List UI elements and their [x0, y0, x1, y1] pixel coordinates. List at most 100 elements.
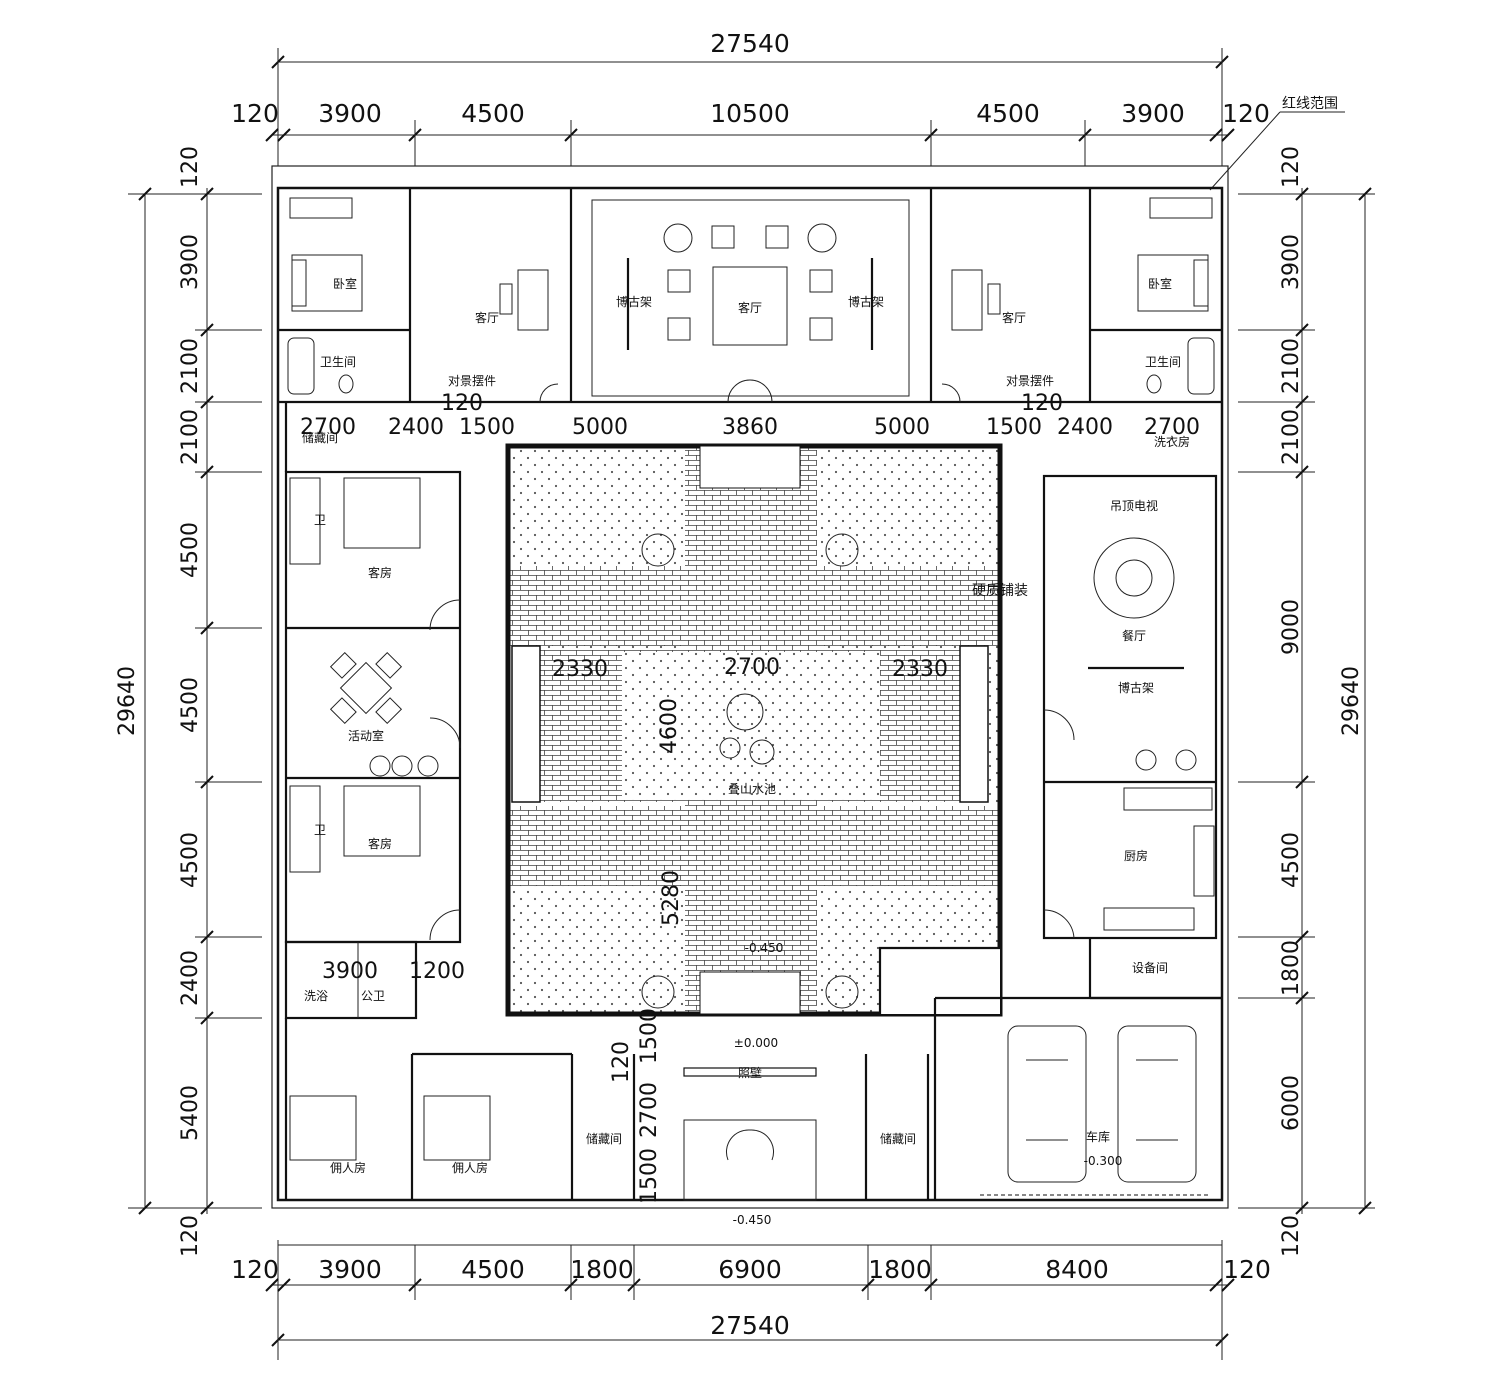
- dim-left-seg: 120: [178, 146, 203, 188]
- redline-label: 红线范围: [1282, 95, 1338, 112]
- hardscape-label: 硬质铺装: [972, 583, 1028, 599]
- dim-bath-right: 1200: [409, 959, 465, 984]
- dim-left-overall: 29640: [115, 666, 140, 736]
- room-storage-a: 储藏间: [586, 1131, 622, 1146]
- shelf-left-label: 博古架: [616, 294, 652, 309]
- room-bedroom-left: 卧室: [333, 276, 357, 291]
- inner-dim: 5000: [572, 415, 628, 440]
- dim-left-seg: 2400: [178, 950, 203, 1006]
- dim-bottom-seg: 120: [231, 1255, 279, 1284]
- level-garage: -0.300: [1084, 1154, 1123, 1168]
- top-dimensions: 27540 120 3900 4500 10500 4500 3900 120: [231, 29, 1270, 166]
- dim-gate-120: 120: [609, 1041, 634, 1083]
- dim-bottom-seg: 3900: [318, 1255, 382, 1284]
- dim-top-seg: 4500: [976, 99, 1040, 128]
- dim-right-seg: 2100: [1279, 409, 1304, 465]
- dim-bottom-seg: 4500: [461, 1255, 525, 1284]
- display-left-label: 对景摆件: [448, 374, 496, 388]
- dim-left-seg: 4500: [178, 832, 203, 888]
- dim-bottom-seg: 1800: [570, 1255, 634, 1284]
- dim-left-seg: 4500: [178, 522, 203, 578]
- ceiling-tv-label: 吊顶电视: [1110, 498, 1158, 513]
- room-guest-1: 客房: [368, 565, 392, 580]
- dim-gate-1500a: 1500: [637, 1008, 662, 1064]
- dim-right-seg: 120: [1279, 1215, 1304, 1257]
- inner-dim: 2700: [1144, 415, 1200, 440]
- inner-dim: 1500: [986, 415, 1042, 440]
- dim-right-seg: 120: [1279, 146, 1304, 188]
- dim-court-right: 2330: [892, 657, 948, 682]
- room-servant-2: 佣人房: [452, 1160, 488, 1175]
- inner-dim: 120: [441, 391, 483, 416]
- dim-top-seg: 4500: [461, 99, 525, 128]
- left-dimensions: 29640 120 3900 2100 2100 4500 4500 4500 …: [115, 146, 262, 1257]
- dim-court-left: 2330: [552, 657, 608, 682]
- inner-dim: 120: [1021, 391, 1063, 416]
- display-right-label: 对景摆件: [1006, 374, 1054, 388]
- courtyard: [505, 443, 1003, 1017]
- dim-bottom-seg: 1800: [868, 1255, 932, 1284]
- rockery-pool-label: 叠山水池: [728, 782, 776, 796]
- dim-left-seg: 2100: [178, 409, 203, 465]
- dim-top-seg: 120: [231, 99, 279, 128]
- room-kitchen: 厨房: [1124, 848, 1148, 863]
- dim-right-seg: 2100: [1279, 338, 1304, 394]
- room-bath-left: 卫生间: [320, 355, 356, 369]
- dim-bath-left: 3900: [322, 959, 378, 984]
- bottom-wing: [284, 996, 1222, 1201]
- dim-gate-1500b: 1500: [637, 1148, 662, 1204]
- dim-bottom-overall: 27540: [710, 1311, 790, 1340]
- level-court: -0.450: [745, 941, 784, 955]
- dim-court-center: 2700: [724, 655, 780, 680]
- dim-left-seg: 4500: [178, 677, 203, 733]
- room-dining: 餐厅: [1122, 628, 1146, 643]
- room-living-left: 客厅: [475, 310, 499, 325]
- inner-dim: 2700: [300, 415, 356, 440]
- inner-dim: 3860: [722, 415, 778, 440]
- dim-right-seg: 1800: [1279, 940, 1304, 996]
- dim-left-seg: 2100: [178, 338, 203, 394]
- level-gate: ±0.000: [734, 1036, 778, 1050]
- right-wing: [1042, 474, 1222, 1000]
- dim-court-height: 4600: [657, 698, 682, 754]
- dim-left-seg: 3900: [178, 234, 203, 290]
- dim-right-seg: 6000: [1279, 1075, 1304, 1131]
- dim-bottom-seg: 120: [1223, 1255, 1271, 1284]
- dim-gate-2700: 2700: [637, 1082, 662, 1138]
- dim-right-seg: 9000: [1279, 599, 1304, 655]
- room-bedroom-right: 卧室: [1148, 276, 1172, 291]
- dim-top-seg: 3900: [318, 99, 382, 128]
- dim-left-seg: 5400: [178, 1085, 203, 1141]
- dim-top-seg: 120: [1222, 99, 1270, 128]
- inner-dim: 2400: [1057, 415, 1113, 440]
- dim-bottom-seg: 8400: [1045, 1255, 1109, 1284]
- inner-dim: 2400: [388, 415, 444, 440]
- left-wing: [284, 402, 462, 1020]
- dim-top-overall: 27540: [710, 29, 790, 58]
- room-storage-top-left: 储藏间: [302, 430, 338, 445]
- room-bath-right: 卫生间: [1145, 355, 1181, 369]
- room-living-right: 客厅: [1002, 310, 1026, 325]
- dim-right-seg: 3900: [1279, 234, 1304, 290]
- site-boundary: [271, 165, 1229, 1209]
- inner-dim: 5000: [874, 415, 930, 440]
- room-equipment: 设备间: [1132, 961, 1168, 975]
- dim-court-lower: 5280: [659, 870, 684, 926]
- inner-dimension-row: 2700 2400 1500 5000 3860 5000 1500 2400 …: [300, 391, 1200, 440]
- room-shower: 洗浴: [304, 989, 328, 1003]
- shelf-right-label: 博古架: [848, 294, 884, 309]
- room-wc-1: 卫: [314, 513, 326, 527]
- dim-left-seg: 120: [178, 1215, 203, 1257]
- dim-top-seg: 10500: [710, 99, 790, 128]
- bottom-dimensions: 120 3900 4500 1800 6900 1800 8400 120 27…: [231, 1240, 1271, 1360]
- redline-callout: 红线范围: [1209, 95, 1345, 191]
- screen-wall-label: 照壁: [738, 1065, 762, 1080]
- room-living-center: 客厅: [738, 300, 762, 315]
- shelf-dining-label: 博古架: [1118, 680, 1154, 695]
- room-wc-2: 卫: [314, 823, 326, 837]
- room-servant-1: 佣人房: [330, 1160, 366, 1175]
- dim-right-seg: 4500: [1279, 832, 1304, 888]
- room-guest-2: 客房: [368, 836, 392, 851]
- room-laundry: 洗衣房: [1154, 434, 1190, 449]
